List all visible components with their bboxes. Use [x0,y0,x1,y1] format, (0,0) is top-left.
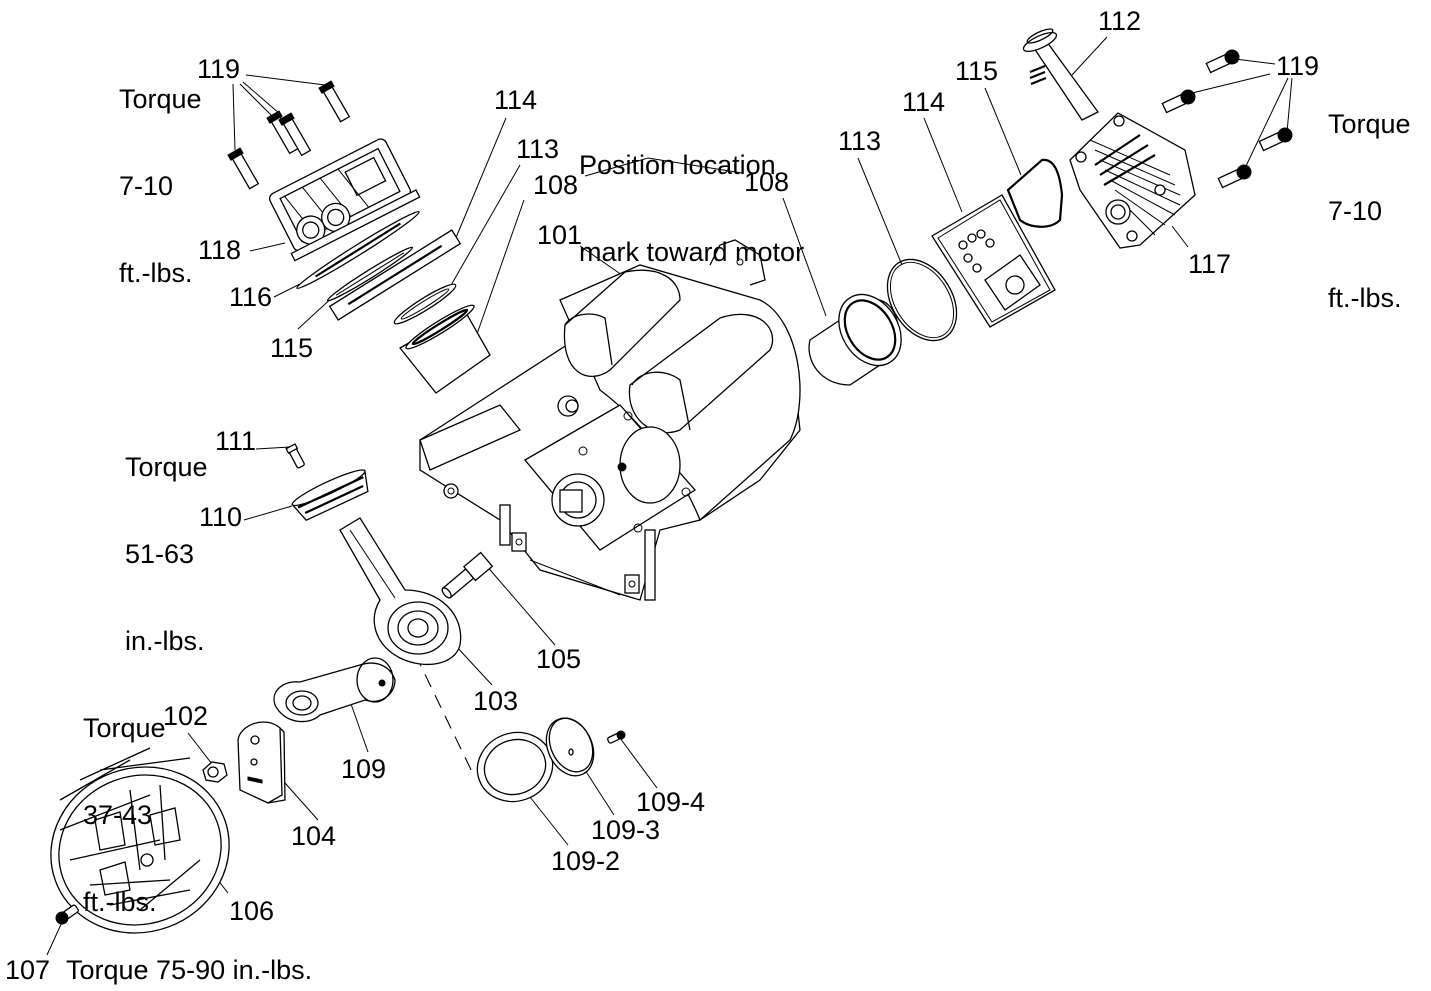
callout-104: 104 [291,821,337,851]
torque-note-line: 7-10 [119,171,174,201]
callout-113-right: 113 [838,126,882,156]
callout-105: 105 [536,644,582,674]
bolts-119-right [1161,49,1293,189]
connecting-rod-109 [273,657,396,723]
cylinder-sleeve-108-right [808,293,902,386]
torque-note-102: Torque 37-43 ft.-lbs. [83,656,166,946]
callout-119-left: 119 [197,54,241,84]
bolt-107 [55,904,79,925]
screw-111 [285,443,305,469]
connecting-rod-103 [339,517,462,666]
fan-106 [50,747,230,934]
callout-109: 109 [341,754,387,784]
position-mark-note: Position location mark toward motor [579,93,804,296]
cylinder-head-118 [268,138,421,262]
callout-112: 112 [1098,6,1142,36]
o-ring-113-right [886,258,958,342]
callout-113-left: 113 [516,134,560,164]
torque-note-line: Torque [83,713,166,743]
callout-108-left: 108 [533,170,579,200]
callout-101: 101 [537,220,583,250]
torque-note-line: 37-43 [83,800,153,830]
torque-note-line: Torque [119,84,202,114]
callout-116: 116 [229,282,273,312]
torque-note-line: ft.-lbs. [1328,283,1402,313]
note-line: mark toward motor [579,237,805,267]
valve-plate-114-right [931,194,1056,328]
torque-note-line: in.-lbs. [125,626,205,656]
torque-note-line: 7-10 [1328,196,1383,226]
screw-109-4 [607,730,626,744]
callout-115-right: 115 [955,56,999,86]
callout-118: 118 [198,235,242,265]
callout-103: 103 [473,686,519,716]
cylinder-head-117 [1069,112,1196,249]
bolts-119-left [227,80,351,190]
callout-119-right: 119 [1276,51,1320,81]
callout-106: 106 [229,896,275,926]
torque-note-119-left: Torque 7-10 ft.-lbs. [119,27,202,317]
callout-117: 117 [1188,249,1232,279]
callout-109-2: 109-2 [551,846,621,876]
callout-111: 111 [215,426,257,456]
gaskets-left [296,210,462,325]
torque-note-line: Torque [125,452,208,482]
callout-108-right: 108 [744,167,790,197]
torque-note-line: ft.-lbs. [83,887,157,917]
callout-109-3: 109-3 [591,815,661,845]
cylinder-sleeve-108-left [399,304,491,394]
callout-109-4: 109-4 [636,787,706,817]
callout-107: 107 [5,955,51,985]
gasket-115-right [1006,158,1064,228]
torque-note-line: 51-63 [125,539,195,569]
motor-101 [419,239,801,601]
piston-cup-110 [291,469,369,522]
leader-lines [46,36,1293,956]
callout-115-left: 115 [270,333,314,363]
nut-102 [202,761,228,783]
callout-114-left: 114 [494,85,538,115]
callout-102: 102 [163,701,209,731]
transfer-tube-112 [1022,28,1099,121]
torque-note-line: Torque [1328,109,1411,139]
counterweight-104 [237,721,286,804]
crank-pin-105 [441,551,494,599]
torque-note-line: ft.-lbs. [119,258,193,288]
disc-109-3 [545,717,595,777]
torque-note-119-right: Torque 7-10 ft.-lbs. [1328,52,1411,342]
torque-note-107: Torque 75-90 in.-lbs. [66,955,313,985]
note-line: Position location [579,150,776,180]
callout-114-right: 114 [902,87,946,117]
callout-110: 110 [199,502,243,532]
torque-note-111: Torque 51-63 in.-lbs. [125,395,208,685]
